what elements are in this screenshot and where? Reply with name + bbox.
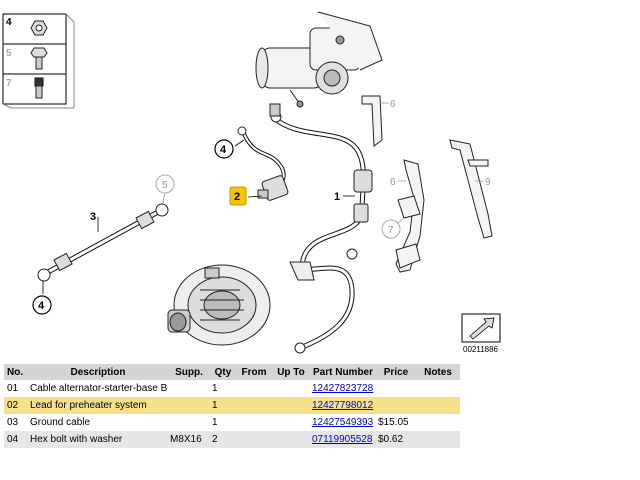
callout-7[interactable]: 7 xyxy=(381,219,401,239)
col-header-from: From xyxy=(236,364,272,380)
cell-supp xyxy=(168,397,210,414)
table-header-row: No. Description Supp. Qty From Up To Par… xyxy=(4,364,460,380)
cell-from xyxy=(236,431,272,448)
cable-1-illustration xyxy=(269,103,373,354)
cell-qty: 1 xyxy=(210,397,236,414)
callout-1-label: 1 xyxy=(334,191,340,203)
cell-no: 04 xyxy=(4,431,28,448)
parts-diagram: 4 5 7 xyxy=(2,11,501,354)
cell-description: Ground cable xyxy=(30,417,91,428)
cell-partnumber: 12427798012 xyxy=(310,397,376,414)
callout-3[interactable]: 3 xyxy=(90,211,96,223)
col-header-no: No. xyxy=(4,364,28,380)
part-number-link[interactable]: 12427798012 xyxy=(312,400,374,411)
thumbnail-panel: 4 5 7 xyxy=(2,13,75,109)
cell-upto xyxy=(272,380,310,397)
cell-price xyxy=(376,397,416,414)
table-row[interactable]: 04 Hex bolt with washer M8X16 2 07119905… xyxy=(4,431,460,448)
parts-table: No. Description Supp. Qty From Up To Par… xyxy=(4,364,460,448)
cell-supp: M8X16 xyxy=(168,431,210,448)
cell-upto xyxy=(272,397,310,414)
hex-bolt-icon xyxy=(30,47,48,58)
callout-1[interactable]: 1 xyxy=(334,191,340,203)
col-header-price: Price xyxy=(376,364,416,380)
cell-qty: 2 xyxy=(210,431,236,448)
lead-2-illustration xyxy=(237,126,289,201)
cell-description: Lead for preheater system xyxy=(28,397,168,414)
brackets-illustration xyxy=(361,95,493,273)
callout-6-mid-label: 6 xyxy=(390,177,396,188)
callout-6-top[interactable]: 6 xyxy=(390,99,396,110)
cell-supp xyxy=(168,414,210,431)
arrow-icon xyxy=(469,317,495,340)
callout-5-label: 5 xyxy=(162,180,168,191)
col-header-partnumber: Part Number xyxy=(310,364,376,380)
cell-partnumber: 12427823728 xyxy=(310,380,376,397)
thumbnail-label-5: 5 xyxy=(6,48,12,59)
col-header-upto: Up To xyxy=(272,364,310,380)
part-number-link[interactable]: 07119905528 xyxy=(312,434,373,445)
part-number-link[interactable]: 12427549393 xyxy=(312,417,374,428)
col-header-description: Description xyxy=(28,364,168,380)
cell-supp xyxy=(168,380,210,397)
thumbnail-7[interactable]: 7 xyxy=(6,77,44,99)
cell-upto xyxy=(272,414,310,431)
alternator-illustration xyxy=(167,264,271,346)
ground-cable-3-illustration xyxy=(37,203,169,282)
callout-4-bottom[interactable]: 4 xyxy=(32,295,52,315)
callout-leaders xyxy=(42,102,483,294)
cell-from xyxy=(236,380,272,397)
cell-notes xyxy=(416,414,460,431)
table-row-selected[interactable]: 02 Lead for preheater system 1 124277980… xyxy=(4,397,460,414)
cell-partnumber: 12427549393 xyxy=(310,414,376,431)
callout-2-label: 2 xyxy=(234,191,240,203)
part-number-link[interactable]: 12427823728 xyxy=(312,383,374,394)
diagram-id-box: 00211886 xyxy=(461,313,501,354)
callout-7-label: 7 xyxy=(388,225,394,236)
table-row[interactable]: 01 Cable alternator-starter-base B+ 1 12… xyxy=(4,380,460,397)
highlight-marker xyxy=(229,186,247,206)
callout-5[interactable]: 5 xyxy=(155,174,175,194)
cell-from xyxy=(236,414,272,431)
thumbnail-label-7: 7 xyxy=(6,78,12,89)
cell-no: 01 xyxy=(7,383,19,394)
thumbnail-5[interactable]: 5 xyxy=(6,47,48,70)
col-header-supp: Supp. xyxy=(168,364,210,380)
cell-description: Cable alternator-starter-base B+ xyxy=(30,383,168,394)
cell-description: Hex bolt with washer xyxy=(28,431,168,448)
starter-motor-illustration xyxy=(255,11,383,108)
callout-6-top-label: 6 xyxy=(390,99,396,110)
cell-notes xyxy=(416,397,460,414)
cell-no: 02 xyxy=(4,397,28,414)
callout-9[interactable]: 9 xyxy=(485,177,491,188)
cell-upto xyxy=(272,431,310,448)
callout-4-bottom-label: 4 xyxy=(38,300,45,312)
callout-6-mid[interactable]: 6 xyxy=(390,177,396,188)
cell-partnumber: 07119905528 xyxy=(310,431,376,448)
callout-9-label: 9 xyxy=(485,177,491,188)
callout-4-top-label: 4 xyxy=(220,144,227,156)
cell-no: 03 xyxy=(7,417,19,428)
callout-3-label: 3 xyxy=(90,211,96,223)
callout-2[interactable]: 2 xyxy=(229,186,247,206)
diagram-id: 00211886 xyxy=(463,345,499,354)
col-header-qty: Qty xyxy=(210,364,236,380)
cell-notes xyxy=(416,431,460,448)
table-row[interactable]: 03 Ground cable 1 12427549393 $15.05 xyxy=(4,414,460,431)
cell-qty: 1 xyxy=(212,383,218,394)
thumbnail-4[interactable]: 4 xyxy=(6,17,48,36)
cell-price: $15.05 xyxy=(378,417,409,428)
cell-qty: 1 xyxy=(212,417,218,428)
callout-4-top[interactable]: 4 xyxy=(214,139,234,159)
cell-price: $0.62 xyxy=(376,431,416,448)
cell-notes xyxy=(416,380,460,397)
thumbnail-label-4: 4 xyxy=(6,17,12,28)
col-header-notes: Notes xyxy=(416,364,460,380)
cell-from xyxy=(236,397,272,414)
cell-price xyxy=(376,380,416,397)
